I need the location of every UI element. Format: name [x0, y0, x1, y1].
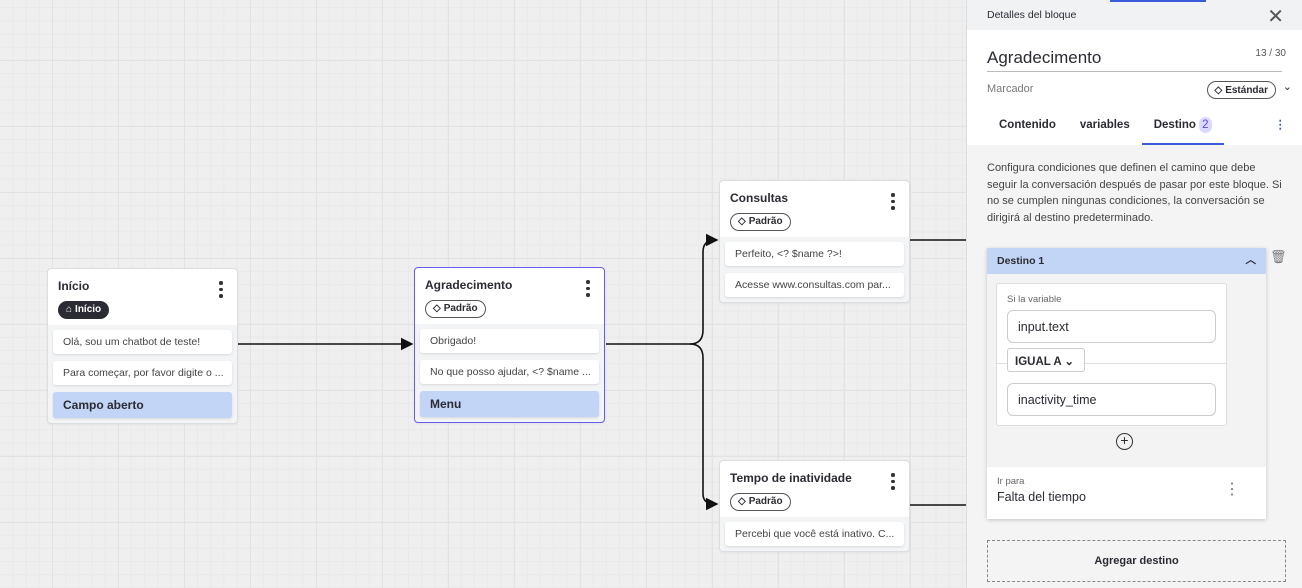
close-icon[interactable]: ✕ [1267, 6, 1284, 28]
add-destination-button[interactable]: Agregar destino [987, 540, 1286, 582]
block-agradecimento[interactable]: Agradecimento ◇Padrão Obrigado! No que po… [414, 267, 605, 423]
block-tag: ⌂Início [58, 300, 110, 319]
marker-value: Estándar [1225, 84, 1268, 96]
marker-select[interactable]: ◇Estándar [1206, 81, 1276, 99]
trash-icon[interactable]: 🗑 [1270, 249, 1287, 264]
description: Configura condiciones que definen el cam… [987, 162, 1282, 224]
tab-label: Destino [1153, 119, 1196, 131]
block-tag: ◇Padrão [730, 492, 791, 511]
tag-icon: ◇ [1214, 84, 1223, 96]
message[interactable]: No que posso ajudar, <? $name ... [420, 359, 599, 384]
more-icon[interactable] [219, 281, 223, 301]
block-tempo-de-inatividade[interactable]: Tempo de inatividade ◇Padrão Percebi que… [719, 460, 910, 552]
chevron-up-icon[interactable]: ︿ [1245, 254, 1257, 266]
destination-title: Destino 1 [997, 255, 1045, 267]
block-tag: ◇Padrão [730, 212, 791, 231]
block-inicio[interactable]: Início ⌂Início Olá, sou um chatbot de te… [47, 268, 238, 424]
goto-label: Ir para [997, 476, 1025, 487]
input-item[interactable]: Campo aberto [53, 391, 232, 418]
tag-label: Padrão [748, 216, 783, 227]
more-icon[interactable] [586, 280, 590, 300]
flow-canvas[interactable]: Início ⌂Início Olá, sou um chatbot de te… [0, 0, 966, 588]
value-input[interactable]: inactivity_time [1007, 383, 1216, 416]
if-label: Si la variable [1007, 294, 1062, 305]
tag-label: Padrão [748, 496, 783, 507]
tab-destino[interactable]: Destino 2 [1141, 117, 1224, 145]
block-title: Agradecimento [425, 278, 513, 292]
message[interactable]: Para começar, por favor digite o ... [53, 360, 232, 385]
operator-value: IGUAL A [1015, 356, 1062, 368]
block-title: Tempo de inatividade [730, 471, 852, 485]
block-details-panel: Detalles del bloque ✕ Agradecimento 13 / … [966, 0, 1302, 588]
block-title: Início [58, 279, 90, 293]
char-count: 13 / 30 [1255, 48, 1286, 59]
tag-icon: ◇ [433, 303, 441, 314]
goto-value[interactable]: Falta del tiempo [997, 490, 1086, 504]
marker-label: Marcador [987, 83, 1034, 95]
tag-label: Início [75, 304, 102, 315]
condition: Si la variable input.text IGUAL A ⌄ inac… [996, 283, 1227, 426]
destination-card: Destino 1 ︿ Si la variable input.text IGU… [987, 248, 1266, 519]
more-icon[interactable] [891, 473, 895, 493]
add-condition-icon[interactable]: + [1116, 433, 1133, 450]
more-icon[interactable]: ⋮ [1274, 119, 1287, 131]
chevron-down-icon: ⌄ [1064, 356, 1075, 368]
link-agradecimento-tempo [689, 343, 719, 511]
home-icon: ⌂ [66, 304, 73, 315]
tag-icon: ◇ [738, 216, 746, 227]
connections [238, 233, 966, 511]
operator-select[interactable]: IGUAL A ⌄ [1007, 348, 1085, 372]
top-indicator [1110, 0, 1206, 2]
tag-label: Padrão [443, 303, 478, 314]
message[interactable]: Percebi que você está inativo. C... [725, 521, 904, 546]
message[interactable]: Olá, sou um chatbot de teste! [53, 329, 232, 354]
block-tag: ◇Padrão [425, 299, 486, 318]
more-icon[interactable] [891, 193, 895, 213]
block-title: Consultas [730, 191, 789, 205]
variable-input[interactable]: input.text [1007, 310, 1216, 343]
tag-icon: ◇ [738, 496, 746, 507]
message[interactable]: Perfeito, <? $name ?>! [725, 241, 904, 266]
panel-header: Detalles del bloque [987, 9, 1077, 21]
message[interactable]: Acesse www.consultas.com par... [725, 272, 904, 297]
tab-contenido[interactable]: Contenido [999, 119, 1056, 131]
chevron-down-icon[interactable]: ⌄ [1282, 81, 1292, 93]
more-icon[interactable]: ⋮ [1224, 481, 1240, 498]
block-name-input[interactable]: Agradecimento [987, 30, 1282, 72]
link-agradecimento-consultas [606, 233, 719, 345]
input-item[interactable]: Menu [420, 390, 599, 417]
count-badge: 2 [1199, 117, 1212, 133]
block-consultas[interactable]: Consultas ◇Padrão Perfeito, <? $name ?>!… [719, 180, 910, 303]
tab-variables[interactable]: variables [1079, 119, 1130, 131]
message[interactable]: Obrigado! [420, 328, 599, 353]
